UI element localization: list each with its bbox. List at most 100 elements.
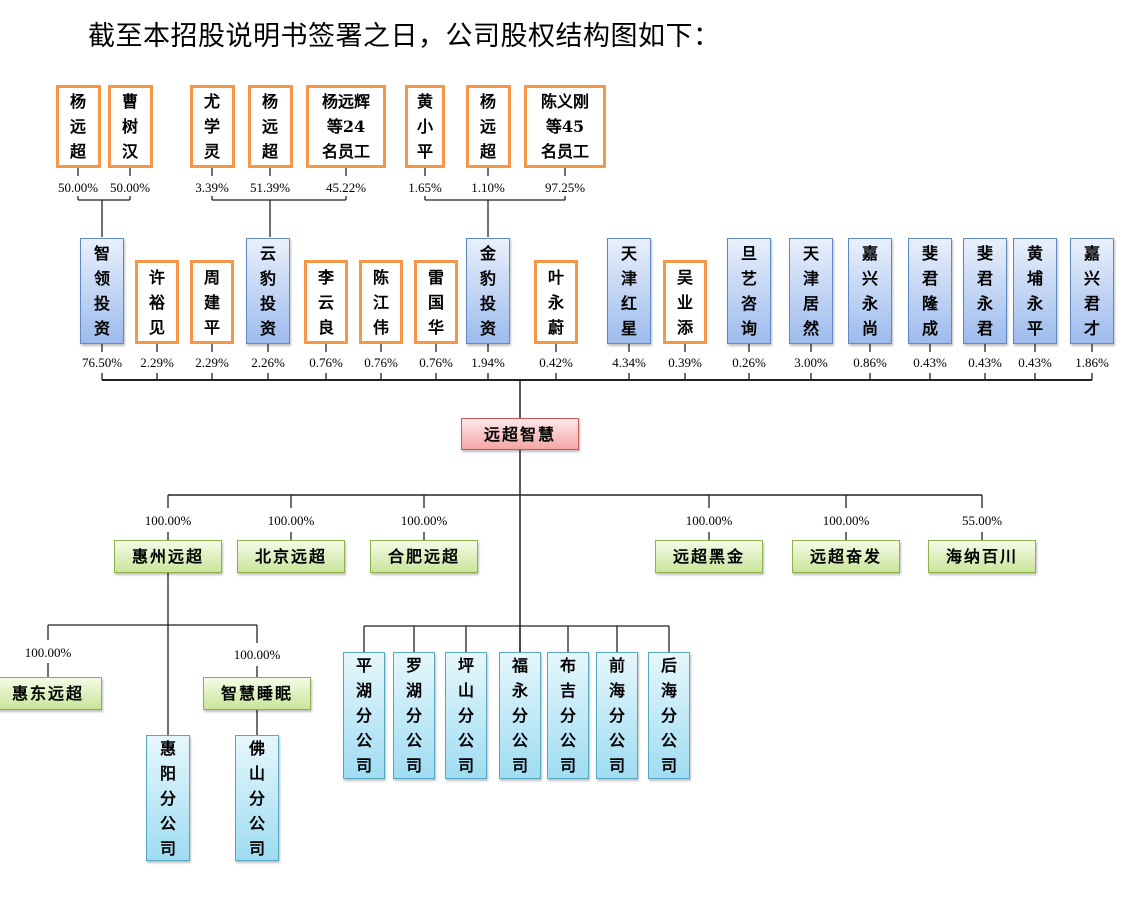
branch-office-box-label: 惠阳分公司 — [160, 738, 177, 858]
subsidiary-box-label: 惠东远超 — [11, 684, 84, 703]
shareholder-box: 黄埔永平 — [1013, 238, 1057, 344]
shareholder-box: 嘉兴君才 — [1070, 238, 1114, 344]
shareholder-box-label: 嘉兴君才 — [1084, 244, 1101, 338]
shareholder-box: 陈江伟 — [359, 260, 403, 344]
shareholder-box-label: 陈江伟 — [373, 267, 390, 337]
subsidiary-box-label: 智慧睡眠 — [220, 684, 293, 703]
ownership-percentage: 55.00% — [961, 513, 1003, 528]
top-owner-box: 尤学灵 — [189, 85, 235, 168]
shareholder-box-label: 天津居然 — [803, 244, 820, 338]
subsidiary-box: 智慧睡眠 — [203, 677, 311, 710]
subsidiary-box: 北京远超 — [237, 540, 345, 573]
shareholder-box-label: 斐君永君 — [977, 244, 994, 338]
subsidiary-box: 合肥远超 — [370, 540, 478, 573]
top-owner-box: 陈义刚等45名员工 — [524, 85, 606, 168]
shareholder-box: 天津红星 — [607, 238, 651, 344]
shareholder-box-label: 雷国华 — [428, 267, 445, 337]
shareholder-box: 金豹投资 — [466, 238, 510, 344]
ownership-percentage: 3.39% — [195, 180, 229, 195]
subsidiary-box: 海纳百川 — [928, 540, 1036, 573]
shareholder-box-label: 智领投资 — [94, 244, 111, 338]
shareholder-box-label: 周建平 — [204, 267, 221, 337]
ownership-percentage: 50.00% — [109, 180, 151, 195]
branch-office-box: 福永分公司 — [499, 652, 541, 779]
branch-office-box-label: 后海分公司 — [661, 656, 678, 775]
top-owner-box-label: 杨远超 — [262, 92, 279, 161]
ownership-percentage: 97.25% — [544, 180, 586, 195]
subsidiary-box: 远超奋发 — [792, 540, 900, 573]
ownership-percentage: 0.76% — [419, 355, 453, 370]
subsidiary-box-label: 远超奋发 — [809, 547, 882, 566]
ownership-percentage: 3.00% — [794, 355, 828, 370]
branch-office-box-label: 福永分公司 — [512, 656, 529, 775]
top-owner-box-label: 黄小平 — [417, 92, 434, 161]
ownership-percentage: 2.29% — [140, 355, 174, 370]
shareholder-box-label: 斐君隆成 — [922, 244, 939, 338]
top-owner-box-label: 尤学灵 — [204, 92, 221, 161]
shareholder-box: 云豹投资 — [246, 238, 290, 344]
subsidiary-box: 远超黑金 — [655, 540, 763, 573]
branch-office-box: 后海分公司 — [648, 652, 690, 779]
shareholder-box-label: 叶永蔚 — [548, 267, 565, 337]
subsidiary-box-label: 海纳百川 — [945, 547, 1018, 566]
ownership-percentage: 2.26% — [251, 355, 285, 370]
ownership-percentage: 0.86% — [853, 355, 887, 370]
shareholder-box-label: 李云良 — [318, 267, 335, 337]
ownership-percentage: 0.76% — [364, 355, 398, 370]
ownership-percentage: 100.00% — [24, 645, 72, 660]
ownership-percentage: 4.34% — [612, 355, 646, 370]
ownership-percentage: 0.43% — [913, 355, 947, 370]
shareholder-box: 旦艺咨询 — [727, 238, 771, 344]
subsidiary-box-label: 合肥远超 — [387, 547, 460, 566]
ownership-percentage: 1.10% — [471, 180, 505, 195]
top-owner-box: 杨远超 — [465, 85, 511, 168]
shareholder-box: 许裕见 — [135, 260, 179, 344]
top-owner-box: 杨远辉等24名员工 — [306, 85, 386, 168]
top-owner-box-label: 杨远超 — [70, 92, 87, 161]
branch-office-box-label: 布吉分公司 — [560, 656, 577, 775]
shareholder-box: 李云良 — [304, 260, 348, 344]
intro-text: 截至本招股说明书签署之日，公司股权结构图如下： — [88, 21, 721, 52]
branch-office-box-label: 前海分公司 — [609, 656, 626, 775]
shareholder-box: 雷国华 — [414, 260, 458, 344]
ownership-percentage: 1.65% — [408, 180, 442, 195]
shareholder-box-label: 嘉兴永尚 — [862, 244, 879, 338]
branch-office-box: 惠阳分公司 — [146, 735, 190, 861]
shareholder-box: 叶永蔚 — [534, 260, 578, 344]
ownership-percentage: 0.76% — [309, 355, 343, 370]
shareholder-box: 斐君永君 — [963, 238, 1007, 344]
subsidiary-box-label: 北京远超 — [254, 547, 327, 566]
ownership-percentage: 100.00% — [144, 513, 192, 528]
ownership-percentage: 45.22% — [325, 180, 367, 195]
ownership-percentage: 76.50% — [81, 355, 123, 370]
subsidiary-box-label: 远超黑金 — [672, 547, 745, 566]
branch-office-box: 佛山分公司 — [235, 735, 279, 861]
subsidiary-box: 惠东远超 — [0, 677, 102, 710]
ownership-percentage: 100.00% — [822, 513, 870, 528]
branch-office-box-label: 平湖分公司 — [356, 656, 373, 775]
company-box: 远超智慧 — [461, 418, 579, 450]
top-owner-box: 杨远超 — [55, 85, 101, 168]
subsidiary-box: 惠州远超 — [114, 540, 222, 573]
ownership-percentage: 2.29% — [195, 355, 229, 370]
shareholder-box: 智领投资 — [80, 238, 124, 344]
branch-office-box: 坪山分公司 — [445, 652, 487, 779]
ownership-percentage: 0.43% — [1018, 355, 1052, 370]
top-owner-box-label: 陈义刚等45名员工 — [541, 92, 590, 161]
shareholder-box-label: 黄埔永平 — [1027, 244, 1044, 338]
top-owner-box: 黄小平 — [405, 85, 445, 168]
shareholder-box: 吴业添 — [663, 260, 707, 344]
company-box-label: 远超智慧 — [483, 424, 556, 444]
ownership-percentage: 1.94% — [471, 355, 505, 370]
ownership-percentage: 50.00% — [57, 180, 99, 195]
branch-office-box-label: 坪山分公司 — [458, 656, 475, 775]
top-owner-box: 曹树汉 — [107, 85, 153, 168]
shareholder-box-label: 旦艺咨询 — [741, 244, 758, 338]
branch-office-box: 平湖分公司 — [343, 652, 385, 779]
ownership-percentage: 0.42% — [539, 355, 573, 370]
ownership-percentage: 0.43% — [968, 355, 1002, 370]
ownership-percentage: 1.86% — [1075, 355, 1109, 370]
ownership-percentage: 100.00% — [267, 513, 315, 528]
branch-office-box: 前海分公司 — [596, 652, 638, 779]
